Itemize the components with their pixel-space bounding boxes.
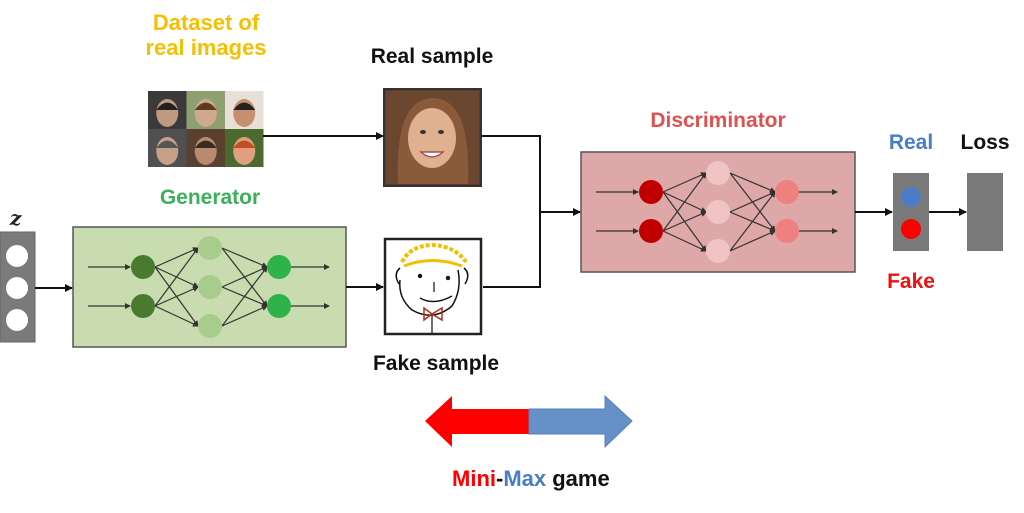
net-edge	[662, 230, 707, 252]
game-text: game	[546, 466, 610, 491]
net-edge	[221, 266, 268, 327]
output-node	[267, 255, 291, 279]
net-edge	[662, 172, 707, 193]
face-hair	[156, 102, 179, 110]
mini-text: Mini	[452, 466, 496, 491]
minimax-arrow	[425, 394, 633, 449]
net-edge	[154, 247, 199, 268]
net-edge	[154, 286, 199, 307]
loss-block	[967, 173, 1003, 251]
fake-sample-label: Fake sample	[372, 352, 500, 375]
hidden-node	[706, 161, 730, 185]
net-edge	[154, 305, 199, 327]
face-hair	[194, 140, 217, 148]
input-node	[639, 180, 663, 204]
net-edge	[221, 305, 268, 327]
connectors	[35, 132, 967, 292]
fake-sample-image	[383, 237, 483, 336]
dash-text: -	[496, 466, 504, 491]
output-node	[775, 219, 799, 243]
z-label: z	[10, 206, 22, 230]
generator-label: Generator	[159, 186, 261, 209]
hidden-node	[198, 275, 222, 299]
input-node	[639, 219, 663, 243]
face-hair	[233, 102, 256, 110]
fake-label: Fake	[887, 270, 935, 293]
real-label: Real	[888, 131, 934, 154]
dataset-images	[148, 91, 264, 167]
hidden-node	[198, 314, 222, 338]
net-edge	[662, 172, 707, 232]
hidden-node	[706, 200, 730, 224]
net-edge	[154, 247, 199, 307]
real-sample-label: Real sample	[370, 45, 494, 68]
minimax-caption: Mini-Max game	[452, 466, 610, 491]
real-sample-image	[383, 88, 482, 187]
discriminator-network	[580, 151, 856, 273]
loss-label: Loss	[960, 131, 1010, 154]
net-edge	[729, 191, 776, 252]
face-hair	[156, 140, 179, 148]
dataset-label: Dataset of real images	[145, 10, 267, 61]
output-node	[267, 294, 291, 318]
net-edge	[729, 172, 776, 193]
z-noise-vector	[0, 231, 36, 343]
net-edge	[662, 211, 707, 232]
hidden-node	[706, 239, 730, 263]
output-node	[775, 180, 799, 204]
input-node	[131, 294, 155, 318]
net-edge	[729, 191, 776, 213]
input-node	[131, 255, 155, 279]
face-hair	[233, 140, 256, 148]
output-real-fake	[893, 173, 929, 251]
net-edge	[221, 247, 268, 268]
net-edge	[221, 266, 268, 288]
discriminator-label: Discriminator	[650, 109, 786, 132]
face-hair	[194, 102, 217, 110]
max-text: Max	[503, 466, 547, 491]
generator-network	[72, 226, 347, 348]
net-edge	[729, 230, 776, 252]
hidden-node	[198, 236, 222, 260]
